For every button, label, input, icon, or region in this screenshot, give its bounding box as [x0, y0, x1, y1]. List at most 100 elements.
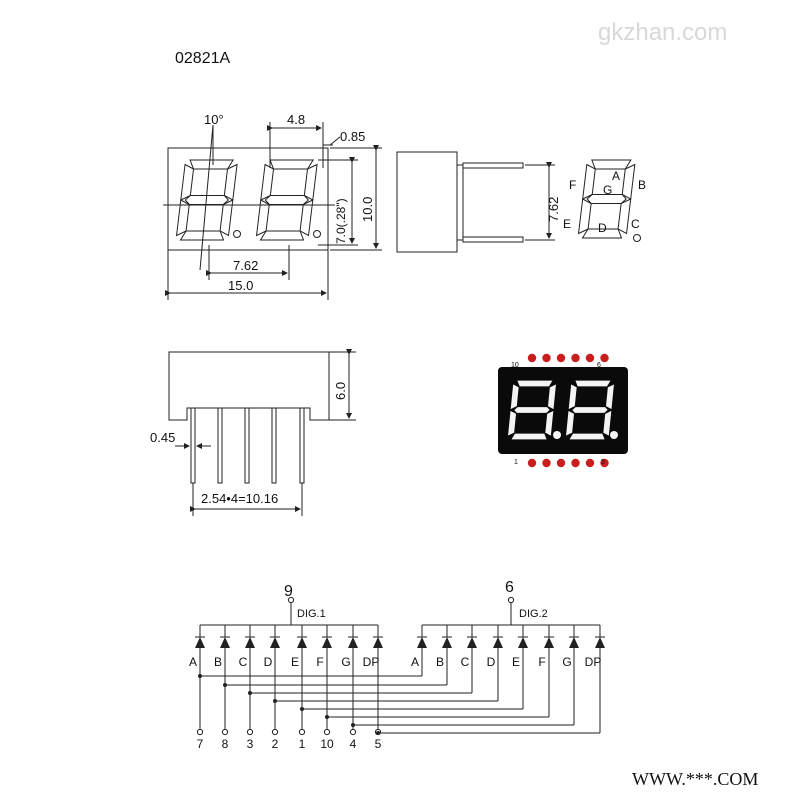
- photo-bottom-pin-5: [585, 458, 595, 468]
- pin-terminal-8: [221, 728, 229, 736]
- dig2-diode-1: [442, 637, 452, 648]
- width-label: 15.0: [228, 278, 253, 293]
- photo-pin-1: 1: [514, 459, 518, 466]
- photo-top-pin-6: [600, 353, 609, 363]
- front-digit-2: [255, 159, 318, 241]
- dig1-seg-label-C: C: [239, 655, 248, 669]
- dig1-diode-4: [297, 637, 307, 648]
- photo-d1-seg-f: [509, 382, 520, 411]
- photo-bottom-pin-2: [542, 458, 551, 468]
- dig1-diode-0: [195, 637, 205, 648]
- product-photo: 10 6 1 5: [498, 353, 628, 468]
- pin-number-7: 7: [197, 737, 204, 751]
- photo-digits: [506, 379, 616, 441]
- pin-terminal-10: [323, 728, 331, 736]
- photo-bottom-pin-1: [527, 458, 537, 468]
- dig2-diode-4: [518, 637, 528, 648]
- dig2-seg-label-DP: DP: [585, 655, 602, 669]
- photo-pin-6: 6: [597, 362, 601, 369]
- dig1-seg-label-A: A: [189, 655, 197, 669]
- circuit-wiring: [195, 596, 605, 736]
- height-label: 10.0: [360, 197, 375, 222]
- side-body: [396, 151, 458, 253]
- photo-top-pin-3: [556, 353, 566, 363]
- dig1-diode-1: [220, 637, 230, 648]
- dig2-diode-3: [493, 637, 503, 648]
- front-dp-2: [313, 230, 321, 238]
- d2-seg-c: [299, 199, 314, 237]
- photo-dp-1: [553, 431, 561, 439]
- offset-label: 0.85: [340, 129, 365, 144]
- bottom-pin-1: [190, 407, 196, 484]
- photo-d2-seg-b: [604, 382, 616, 411]
- dig2-seg-label-F: F: [538, 655, 545, 669]
- dig2-seg-label-A: A: [411, 655, 419, 669]
- pin-number-8: 8: [222, 737, 229, 751]
- dig2-label: DIG.2: [519, 608, 548, 620]
- photo-bottom-pin-3: [556, 458, 566, 468]
- d2-seg-f: [260, 163, 275, 201]
- seg-link-node-E: [300, 707, 304, 711]
- legend-seg-f: [582, 163, 596, 200]
- pin-number-1: 1: [299, 737, 306, 751]
- photo-d1-seg-a: [515, 379, 555, 388]
- seg-width-label: 4.8: [287, 112, 305, 127]
- dig2-diode-6: [569, 637, 579, 648]
- part-number: 02821A: [175, 50, 230, 67]
- bv-pin-width-label: 0.45: [150, 430, 175, 445]
- bottom-view: 6.0 0.45 2.54•4=10.16: [150, 349, 356, 516]
- d2-seg-b: [303, 163, 318, 201]
- pin-number-3: 3: [247, 737, 254, 751]
- dig1-diode-5: [322, 637, 332, 648]
- side-pin-bottom: [462, 236, 524, 243]
- photo-d2-seg-a: [573, 379, 613, 388]
- angle-line: [199, 124, 214, 271]
- pin-number-10: 10: [320, 737, 334, 751]
- offset-leader: [329, 136, 341, 146]
- front-body-outline: [167, 147, 329, 251]
- photo-pins: [527, 353, 609, 468]
- seg-link-node-A: [198, 674, 202, 678]
- dig1-seg-label-F: F: [316, 655, 323, 669]
- legend-seg-d: [581, 228, 623, 239]
- photo-top-pin-5: [585, 353, 595, 363]
- dig1-seg-label-DP: DP: [363, 655, 380, 669]
- legend-seg-e: [577, 198, 592, 235]
- legend-label-f: F: [569, 178, 576, 192]
- photo-top-pin-4: [571, 353, 580, 363]
- photo-d2-seg-e: [564, 409, 576, 438]
- seg-link-node-G: [351, 723, 355, 727]
- photo-d2-seg-d: [567, 432, 607, 441]
- dig2-seg-label-C: C: [461, 655, 470, 669]
- photo-d2-seg-g: [570, 405, 610, 415]
- bottom-pin-2: [217, 407, 223, 484]
- angle-label: 10°: [204, 112, 224, 127]
- d1-seg-e: [175, 199, 190, 237]
- photo-bottom-pin-4: [571, 458, 580, 468]
- photo-d1-seg-d: [509, 432, 549, 441]
- bottom-pin-5: [299, 407, 305, 484]
- dig1-diode-6: [348, 637, 358, 648]
- d2-seg-e: [255, 199, 270, 237]
- dig2-diode-5: [544, 637, 554, 648]
- photo-bottom-pin-6: [600, 458, 609, 468]
- pitch-label: 7.62: [233, 258, 258, 273]
- d2-seg-d: [259, 230, 305, 241]
- photo-dp-2: [610, 431, 618, 439]
- bv-span-label: 2.54•4=10.16: [201, 491, 278, 506]
- photo-d1-seg-e: [506, 409, 518, 438]
- front-dp-1: [233, 230, 241, 238]
- pin-terminal-4: [349, 728, 357, 736]
- photo-pin-5: 5: [601, 459, 605, 466]
- pin-number-5: 5: [375, 737, 382, 751]
- dig1-seg-label-G: G: [341, 655, 350, 669]
- side-lead-bend: [457, 164, 464, 241]
- seg-link-node-C: [248, 691, 252, 695]
- dig2-diode-2: [467, 637, 477, 648]
- dig1-seg-label-E: E: [291, 655, 299, 669]
- dig2-diode-7: [595, 637, 605, 648]
- photo-d2-seg-c: [602, 409, 613, 438]
